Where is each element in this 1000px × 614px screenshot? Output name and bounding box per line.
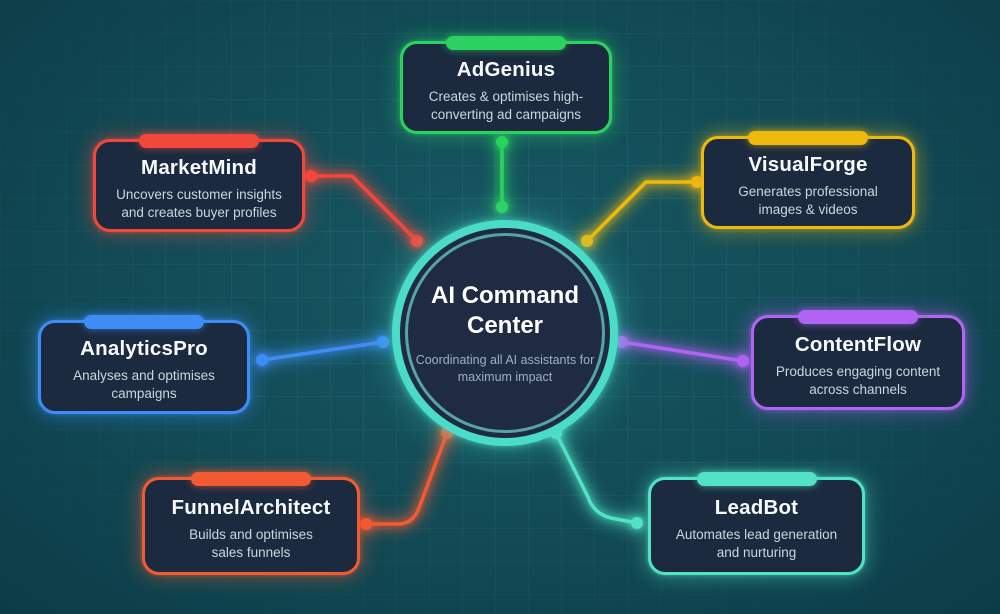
agent-card-visualforge: VisualForge Generates professional image… [701,131,915,229]
agent-card-analyticspro: AnalyticsPro Analyses and optimises camp… [38,315,250,414]
connector-contentflow [616,336,749,367]
agent-name: MarketMind [141,155,257,179]
agent-card-funnelarchitect: FunnelArchitect Builds and optimises sal… [142,472,360,575]
agent-description: Creates & optimises high-converting ad c… [428,88,584,122]
hub-title: AI Command Center [430,281,579,339]
connector-leadbot [550,427,643,529]
agent-name: VisualForge [748,152,868,176]
connector-funnelarchitect [360,427,453,530]
agent-card-marketmind: MarketMind Uncovers customer insights an… [93,134,305,232]
agent-name: ContentFlow [794,332,922,356]
agent-name: FunnelArchitect [171,496,331,520]
connector-visualforge [581,176,703,247]
agent-description: Produces engaging content across channel… [775,363,941,397]
connector-analyticspro [256,336,389,366]
connector-marketmind [305,170,423,247]
hub-circle: AI Command Center Coordinating all AI as… [392,220,618,446]
card-tab [798,310,918,324]
card-tab [748,131,868,145]
agent-description: Automates lead generation and nurturing [675,527,838,560]
agent-description: Builds and optimises sales funnels [189,527,313,560]
card-tab [446,36,566,50]
card-tab [696,472,817,486]
agent-name: AdGenius [456,57,556,81]
agent-description: Generates professional images & videos [738,183,878,217]
agent-description: Uncovers customer insights and creates b… [116,186,282,220]
connector-adgenius [496,136,508,213]
card-tab [191,472,311,486]
agent-name: AnalyticsPro [80,337,208,361]
hub-subtitle: Coordinating all AI assistants for maxim… [415,352,595,384]
agent-description: Analyses and optimises campaigns [73,368,215,401]
agent-name: LeadBot [714,496,799,520]
agent-card-leadbot: LeadBot Automates lead generation and nu… [648,472,865,575]
card-tab [139,134,259,148]
agent-card-contentflow: ContentFlow Produces engaging content ac… [751,310,965,410]
agent-card-adgenius: AdGenius Creates & optimises high-conver… [400,36,612,134]
card-tab [84,315,204,329]
